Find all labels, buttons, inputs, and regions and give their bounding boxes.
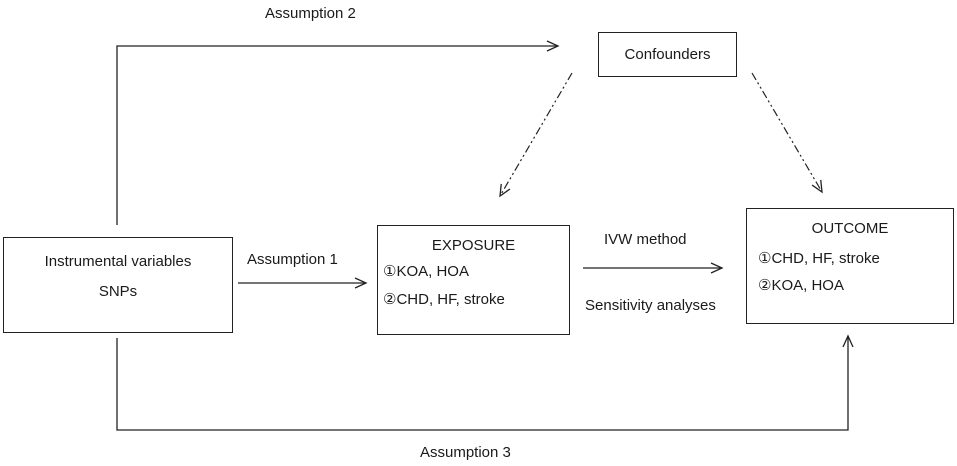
outcome-box: [746, 208, 954, 324]
assumption3-label: Assumption 3: [420, 444, 511, 461]
outcome-title: OUTCOME: [811, 220, 889, 237]
outcome-item-2: ②KOA, HOA: [758, 277, 844, 294]
confounders-to-exposure-arrow: [499, 72, 573, 198]
sensitivity-analyses-label: Sensitivity analyses: [585, 297, 716, 314]
assumption2-arrow: [116, 40, 560, 225]
confounders-box: [598, 32, 737, 77]
assumption1-label: Assumption 1: [247, 251, 338, 268]
ivw-method-label: IVW method: [604, 231, 687, 248]
iv-label-line2: SNPs: [98, 283, 138, 300]
confounders-label: Confounders: [624, 46, 711, 63]
instrumental-variables-box: [3, 237, 233, 333]
confounders-to-outcome-arrow: [751, 72, 823, 194]
exposure-item-1: ①KOA, HOA: [383, 263, 469, 280]
exposure-box: [377, 225, 570, 335]
exposure-item-2: ②CHD, HF, stroke: [383, 291, 505, 308]
outcome-item-1: ①CHD, HF, stroke: [758, 250, 880, 267]
exposure-title: EXPOSURE: [431, 237, 516, 254]
iv-label-line1: Instrumental variables: [44, 253, 192, 270]
assumption2-label: Assumption 2: [265, 5, 356, 22]
assumption3-arrow: [116, 334, 854, 431]
